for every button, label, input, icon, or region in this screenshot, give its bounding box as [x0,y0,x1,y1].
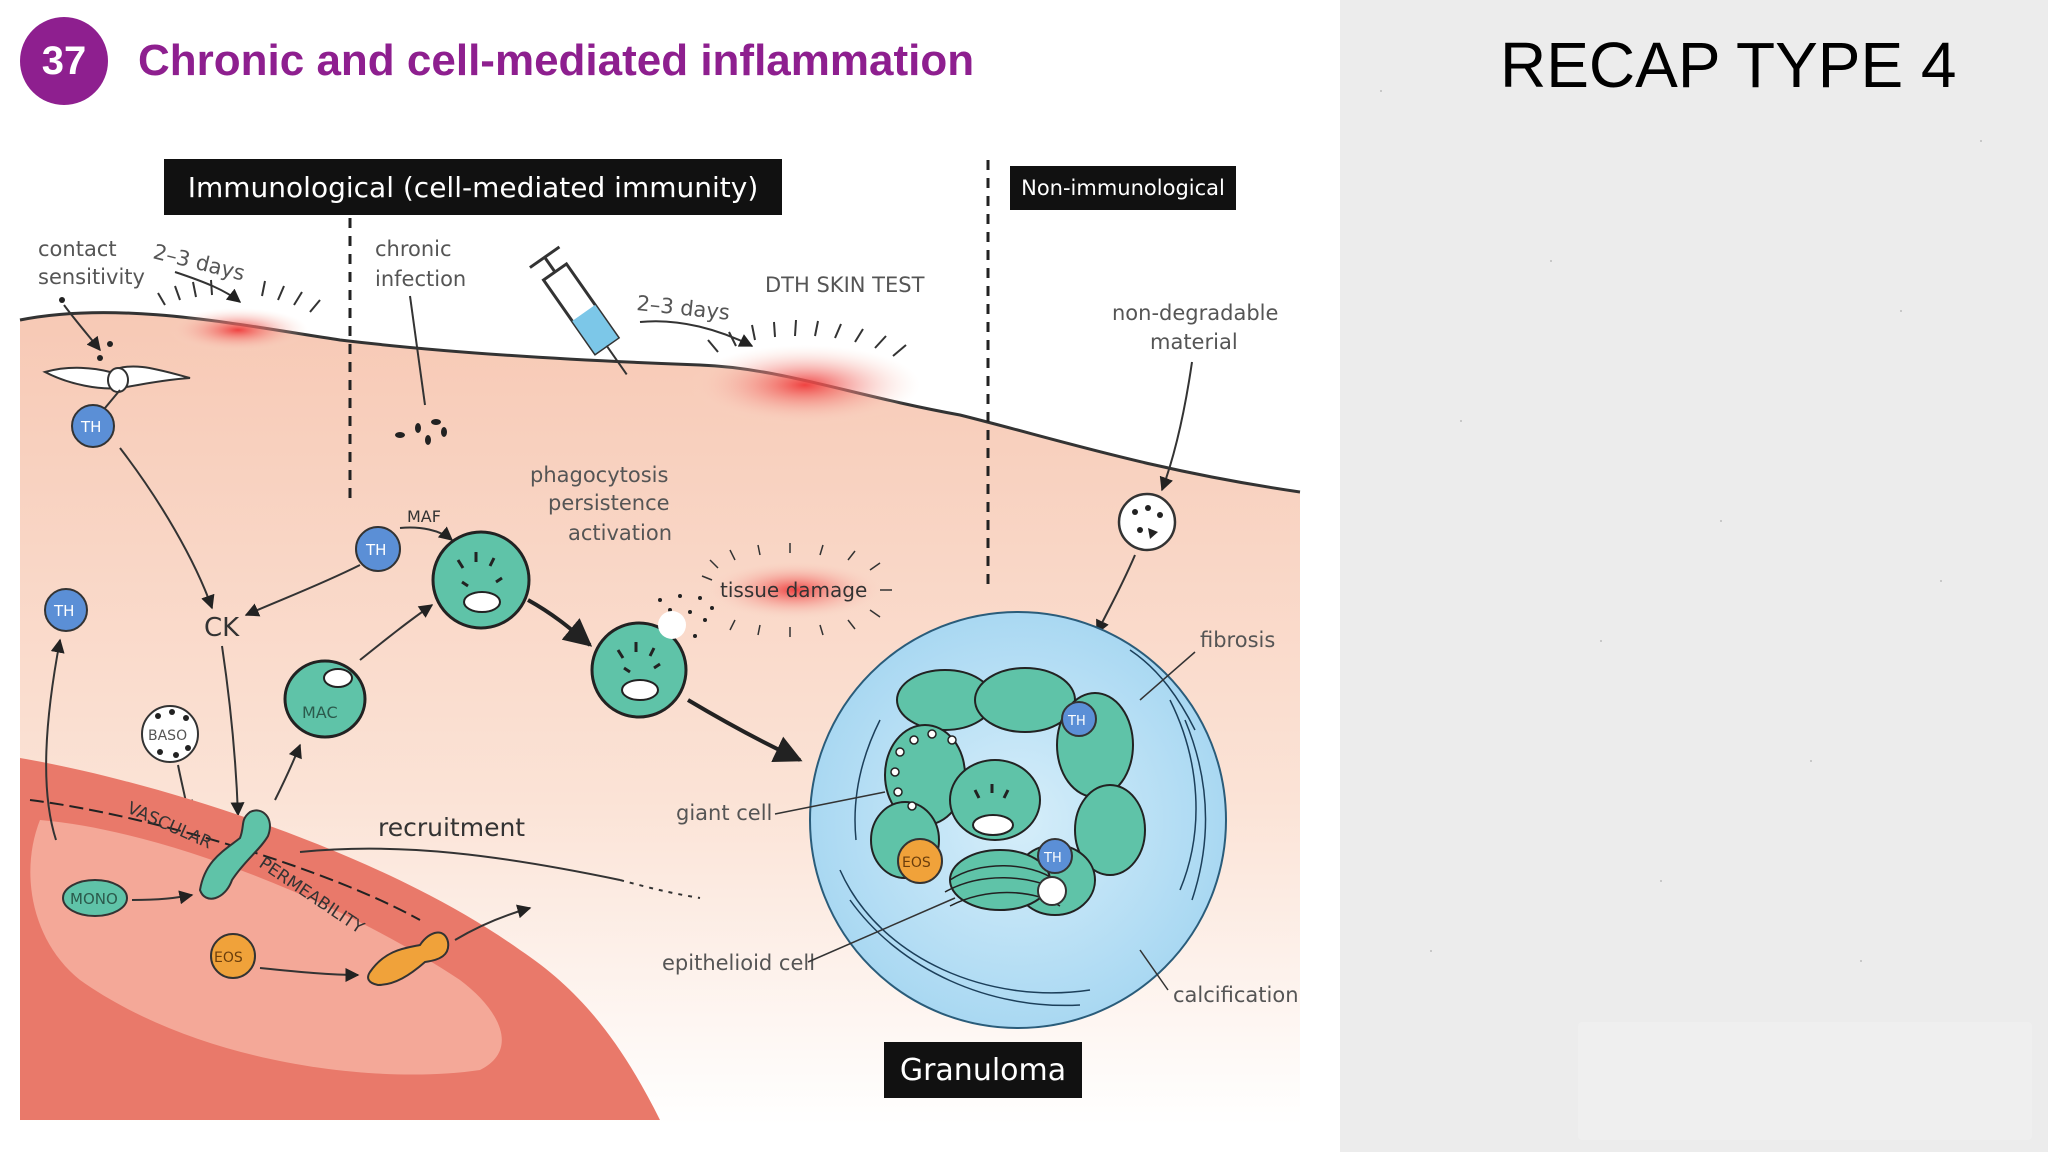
label-phagocytosis: phagocytosis [530,463,668,487]
header-granuloma: Granuloma [884,1042,1082,1098]
label-giant-cell: giant cell [676,801,772,825]
macrophage-mac: MAC [283,659,367,739]
label-calcification: calcification [1173,983,1299,1007]
granuloma-white-cell [1037,876,1067,906]
label-activation: activation [568,521,672,545]
label-tissue-damage: tissue damage [720,578,867,602]
empty-content-box [1578,1022,2032,1140]
arrow-mono [131,890,194,905]
blood-vessel-lumen [30,820,502,1075]
label-maf: MAF [407,507,441,526]
arrow-eos-out [454,904,532,941]
arrow-th-exit-vessel [45,638,65,841]
label-material: material [1150,330,1238,354]
arrow-eos [259,967,360,982]
label-sensitivity: sensitivity [38,265,145,289]
svg-text:MAC: MAC [302,703,338,722]
svg-text:TH: TH [80,418,101,436]
arrow-particle-to-granuloma [1096,554,1136,635]
arrow-activated-to-phagocytic [527,598,593,647]
label-epithelioid-cell: epithelioid cell [662,951,815,975]
recap-panel [1340,0,2048,1152]
label-days-mid: 2–3 days [635,291,730,325]
svg-text:TH: TH [1043,851,1062,866]
arrow-nondeg [1159,361,1193,492]
syringe-icon [529,245,628,375]
pointer-calcification [1139,949,1169,991]
arrow-antigen [63,304,101,352]
tissue-damage-rays [701,543,892,637]
pointer-chronic [409,295,426,406]
phagocytic-macrophage [590,611,688,719]
dth-bump-hairs [707,319,907,357]
label-dth-skin-test: DTH SKIN TEST [765,273,925,297]
svg-text:TH: TH [365,541,386,559]
label-infection: infection [375,267,466,291]
arrow-days-left [174,271,242,303]
label-days-left: 2–3 days [151,240,247,286]
header-non-immunological: Non-immunological [1010,166,1236,210]
monocyte-cell: MONO [62,879,128,917]
activated-macrophage [431,530,531,630]
tissue-damage-area [705,560,885,620]
chapter-title: Chronic and cell-mediated inflammation [138,36,975,85]
svg-text:MONO: MONO [70,890,118,908]
pointer-epithelioid-cell [807,897,956,963]
recruitment-arc-dashed [619,879,701,899]
giant-cell-nuclei [890,729,957,811]
antigen-dots [59,297,113,361]
arrow-maf [399,526,454,541]
arrow-th-to-ck [119,447,215,610]
granuloma-th-cell-bottom: TH [1037,838,1073,874]
basophil-cell: BASO [141,705,199,763]
migrating-eosinophil [367,931,450,987]
label-non-degradable: non-degradable [1112,301,1278,325]
migrating-monocyte [198,809,271,900]
non-degradable-particle-cell [1117,492,1177,552]
th-cell-contact: TH [71,404,115,448]
svg-text:EOS: EOS [214,950,243,966]
label-chronic: chronic [375,237,452,261]
microbes-icon [395,419,447,445]
contact-reaction-bump [168,308,308,352]
svg-text:EOS: EOS [902,855,931,871]
dth-reaction-bump [690,345,920,425]
arrow-th-maf-to-ck [244,564,361,617]
inflammation-diagram: contact sensitivity 2–3 days chronic inf… [19,160,1301,1125]
granuloma-th-cell-top: TH [1061,701,1097,737]
recap-title: RECAP TYPE 4 [1500,29,1957,101]
diagram-panel: 37 Chronic and cell-mediated inflammatio… [19,17,1301,1125]
eosinophil-cell: EOS [210,933,256,979]
header-immunological: Immunological (cell-mediated immunity) [164,159,782,215]
contact-bump-hairs [157,279,321,313]
svg-text:TH: TH [1067,714,1086,729]
label-persistence: persistence [548,491,670,515]
arrow-mac-to-activated [359,604,434,661]
recruitment-arc [299,847,621,881]
granuloma: TH TH EOS [809,611,1227,1029]
arrow-days-mid [639,320,754,347]
arrow-ck-to-vessel [221,645,245,817]
svg-text:BASO: BASO [148,728,187,744]
label-fibrosis: fibrosis [1200,628,1275,652]
svg-text:TH: TH [53,602,74,620]
granuloma-eos-cell: EOS [897,838,943,884]
pointer-giant-cell [774,791,886,815]
chapter-number-badge: 37 [20,17,108,105]
th-cell-left: TH [44,588,88,632]
dendritic-cell [42,365,191,409]
arrow-mono-to-mac [274,743,302,801]
label-contact: contact [38,237,117,261]
label-ck: CK [204,613,240,643]
arrow-phagocytic-to-granuloma [686,698,803,762]
th-cell-maf: TH [355,526,401,572]
pointer-fibrosis [1139,651,1196,701]
label-recruitment: recruitment [378,813,525,842]
